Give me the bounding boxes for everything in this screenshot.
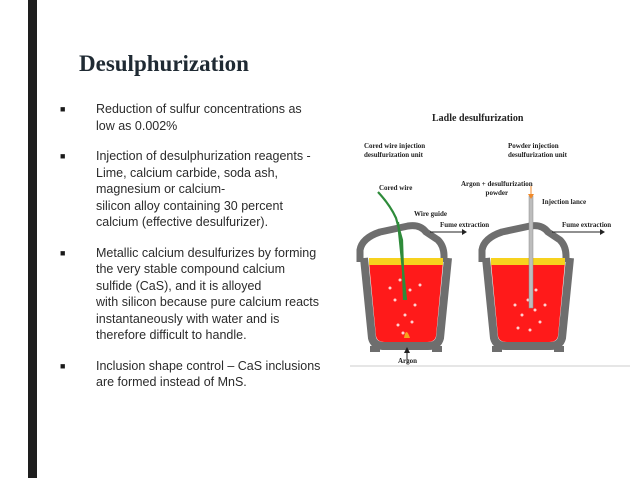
bullet-list: ■ Reduction of sulfur concentrations as … — [60, 101, 340, 405]
left-fume-extraction-label: Fume extraction — [440, 221, 490, 229]
bullet-text: Injection of desulphurization reagents -… — [96, 149, 311, 229]
wire-guide-label: Wire guide — [414, 210, 447, 218]
square-bullet-icon: ■ — [60, 104, 66, 114]
left-ladle-leg — [370, 346, 380, 352]
ladle-desulfurization-diagram — [350, 186, 630, 367]
left-ladle — [356, 191, 467, 364]
slide-title: Desulphurization — [79, 51, 249, 76]
right-ladle-slag — [491, 258, 565, 265]
slide-side-bar — [28, 0, 37, 478]
bullet-item: ■ Inclusion shape control – CaS inclusio… — [60, 358, 340, 391]
right-fume-arrowhead — [600, 229, 605, 235]
right-ladle-hood — [478, 222, 570, 262]
left-ladle-slag — [369, 258, 443, 265]
right-fume-extraction-label: Fume extraction — [562, 221, 612, 229]
bullet-text: Reduction of sulfur concentrations as lo… — [96, 102, 302, 133]
injection-lance-label: Injection lance — [542, 198, 587, 206]
left-argon-arrowhead — [404, 347, 410, 353]
left-ladle-leg — [432, 346, 442, 352]
bullet-item: ■ Metallic calcium desulfurizes by formi… — [60, 245, 340, 344]
cored-wire-label: Cored wire — [379, 184, 413, 192]
lance-arrowhead — [528, 194, 534, 199]
left-fume-arrowhead — [462, 229, 467, 235]
cored-wire-unit-label: Cored wire injection desulfurization uni… — [364, 142, 426, 159]
bullet-text: Metallic calcium desulfurizes by forming… — [96, 245, 320, 343]
right-ladle-leg — [554, 346, 564, 352]
right-ladle — [478, 186, 605, 352]
argon-powder-label: Argon + desulfurization powder — [461, 180, 533, 197]
left-argon-plug — [404, 332, 410, 338]
left-ladle-bubbles — [388, 278, 422, 335]
bullet-item: ■ Injection of desulphurization reagents… — [60, 148, 340, 231]
right-ladle-steel — [491, 262, 565, 342]
powder-injection-unit-label: Powder injection desulfurization unit — [508, 142, 567, 159]
square-bullet-icon: ■ — [60, 151, 66, 161]
left-ladle-hood — [356, 222, 448, 262]
cored-wire — [377, 191, 406, 301]
injection-lance — [528, 195, 534, 309]
argon-label: Argon — [398, 357, 418, 365]
right-ladle-leg — [492, 346, 502, 352]
square-bullet-icon: ■ — [60, 360, 66, 371]
figure-title: Ladle desulfurization — [432, 113, 524, 124]
bullet-item: ■ Reduction of sulfur concentrations as … — [60, 101, 340, 134]
square-bullet-icon: ■ — [60, 247, 66, 258]
right-ladle-vessel — [482, 257, 574, 350]
left-ladle-steel — [369, 262, 443, 342]
bullet-text: Inclusion shape control – CaS inclusions… — [96, 358, 321, 390]
wire-guide — [396, 221, 408, 301]
left-ladle-vessel — [360, 257, 452, 350]
